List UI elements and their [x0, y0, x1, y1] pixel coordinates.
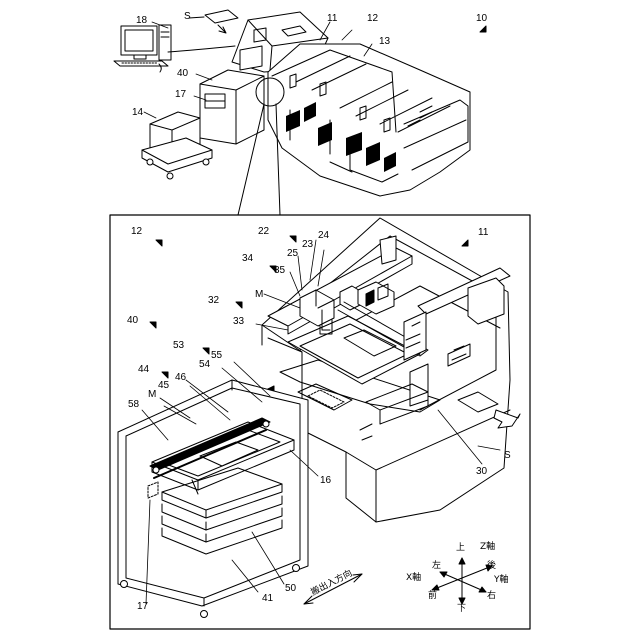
storage-cabinet-40-17 [200, 70, 264, 144]
ref-17-detail: 17 [137, 602, 148, 612]
ref-46: 46 [175, 373, 186, 383]
ref-34: 34 [242, 254, 253, 264]
ref-10: 10 [476, 14, 487, 24]
ref-58: 58 [128, 400, 139, 410]
axis-y-label: Y軸 [494, 576, 509, 585]
ref-13: 13 [379, 37, 390, 47]
label-m-top: M [255, 290, 263, 300]
ref-53: 53 [173, 341, 184, 351]
axis-z-label: Z軸 [480, 543, 495, 552]
ref-11-detail: 11 [478, 228, 488, 238]
ref-16: 16 [320, 476, 331, 486]
label-m-detail: M [148, 390, 156, 400]
label-s-detail: S [504, 451, 511, 461]
substrate-s-top [189, 10, 238, 33]
ref-50: 50 [285, 584, 296, 594]
axis-left-label: 左 [432, 562, 441, 571]
ref-24: 24 [318, 231, 329, 241]
ref-32: 32 [208, 296, 219, 306]
ref-17-top: 17 [175, 90, 186, 100]
ref-12-detail: 12 [131, 227, 142, 237]
axis-right-label: 右 [487, 592, 496, 601]
ref-12-top: 12 [367, 14, 378, 24]
ref-11-top: 11 [327, 14, 337, 24]
ref-23: 23 [302, 240, 313, 250]
ref-45: 45 [158, 381, 169, 391]
ref-41: 41 [262, 594, 273, 604]
axis-back-label: 後 [487, 562, 496, 571]
mounting-line-12 [268, 44, 470, 196]
ref-14: 14 [132, 108, 143, 118]
axis-x-label: X軸 [406, 574, 421, 583]
ref-22: 22 [258, 227, 269, 237]
ref-44: 44 [138, 365, 149, 375]
axis-front-label: 前 [428, 592, 437, 601]
ref-33: 33 [233, 317, 244, 327]
axis-up-label: 上 [456, 544, 465, 553]
ref-35: 35 [274, 266, 285, 276]
ref-54: 54 [199, 360, 210, 370]
label-s-top: S [184, 12, 191, 22]
ref-30: 30 [476, 467, 487, 477]
ref-25: 25 [287, 249, 298, 259]
computer-terminal-18 [114, 25, 235, 72]
ref-40-top: 40 [177, 69, 188, 79]
ref-18: 18 [136, 16, 147, 26]
ref-55: 55 [211, 351, 222, 361]
ref-40-detail: 40 [127, 316, 138, 326]
axis-down-label: 下 [457, 605, 466, 614]
